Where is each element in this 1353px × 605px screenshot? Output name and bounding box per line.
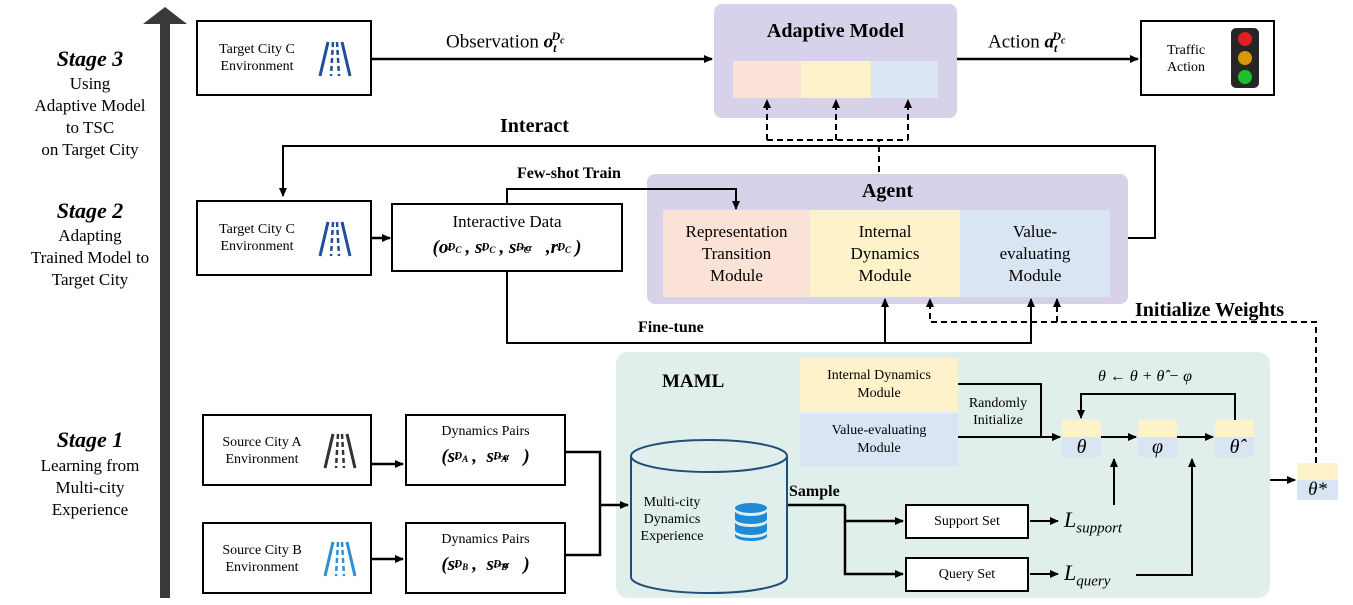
database-icon xyxy=(735,503,767,541)
observation-label: Observation otDc xyxy=(446,29,565,56)
few-shot-label: Few-shot Train xyxy=(517,165,621,182)
action-label: Action atDc xyxy=(988,29,1066,56)
query-set-box: Query Set xyxy=(905,557,1029,592)
fine-tune-label: Fine-tune xyxy=(638,319,704,336)
road-icon xyxy=(323,433,357,469)
traffic-light-icon xyxy=(1231,28,1259,88)
road-icon xyxy=(318,41,352,77)
agent-title: Agent xyxy=(861,180,914,202)
theta-star-block: θ* xyxy=(1297,479,1338,500)
l-query-label: Lquery xyxy=(1064,560,1111,590)
stage1-title: Stage 1 xyxy=(56,427,124,452)
stage3-title: Stage 3 xyxy=(56,46,124,71)
theta-block: θ xyxy=(1062,436,1101,458)
update-rule-label: θ ← θ + θ̂ − φ xyxy=(1098,368,1193,385)
initialize-weights-label: Initialize Weights xyxy=(1135,299,1285,321)
road-icon xyxy=(318,221,352,257)
adaptive-internal-strip xyxy=(801,61,871,98)
phi-block-top xyxy=(1138,420,1177,437)
maml-title: MAML xyxy=(662,371,725,392)
multi-city-db-cylinder xyxy=(630,439,788,594)
adaptive-rep-strip xyxy=(733,61,801,98)
adaptive-model-title: Adaptive Model xyxy=(766,20,905,42)
stage2-title: Stage 2 xyxy=(56,198,124,223)
support-set-box: Support Set xyxy=(905,504,1029,539)
phi-block: φ xyxy=(1138,436,1177,458)
road-icon xyxy=(323,541,357,577)
theta-hat-block: θ̂ xyxy=(1215,436,1254,458)
theta-hat-block-top xyxy=(1215,420,1254,437)
theta-star-block-top xyxy=(1297,463,1338,480)
sample-label: Sample xyxy=(789,483,840,500)
theta-block-top xyxy=(1062,420,1101,437)
interact-label: Interact xyxy=(500,115,569,137)
adaptive-value-strip xyxy=(871,61,938,98)
l-support-label: Lsupport xyxy=(1064,507,1123,537)
